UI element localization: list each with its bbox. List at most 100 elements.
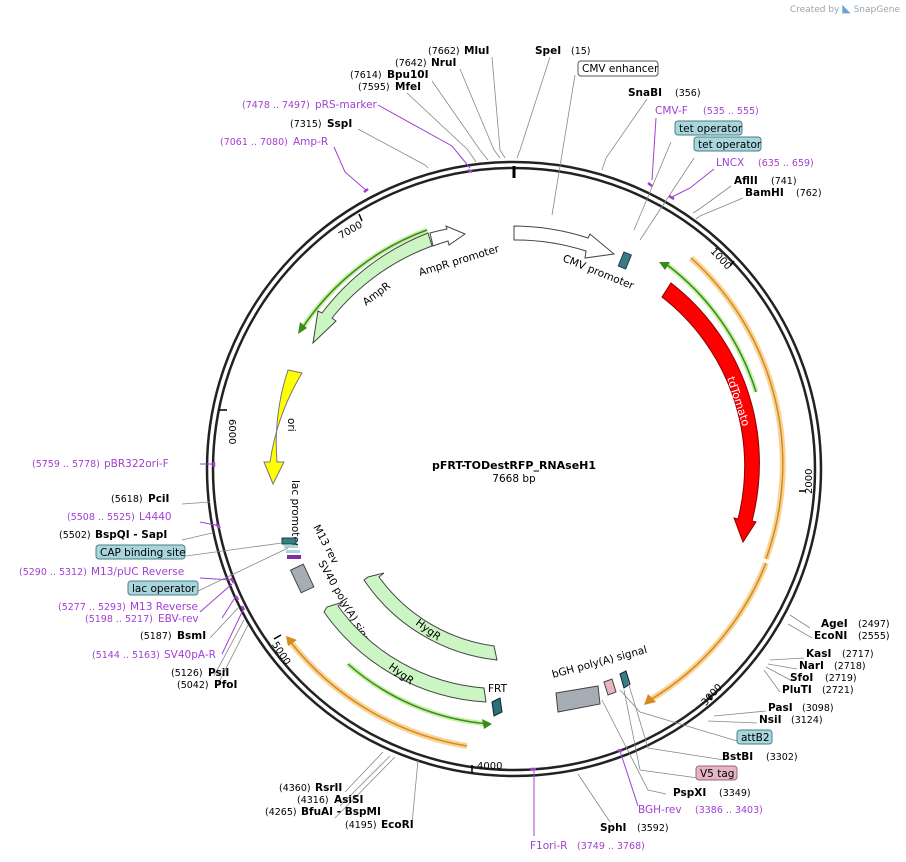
- primer-m13-puc-reverse[interactable]: (5290 .. 5312)M13/pUC Reverse: [19, 566, 184, 578]
- orf-line-right-1: [690, 257, 784, 560]
- tdtomato-arrow: [661, 282, 760, 544]
- site-bamhi[interactable]: BamHI(762): [745, 187, 822, 199]
- svg-text:(3124): (3124): [791, 715, 823, 726]
- primer-ebv-rev[interactable]: (5198 .. 5217) EBV-rev: [85, 613, 199, 625]
- svg-text:(7614): (7614): [350, 70, 382, 81]
- site-mfei[interactable]: (7595) MfeI: [358, 81, 421, 93]
- site-pluti[interactable]: PluTI(2721): [782, 684, 854, 696]
- site-psii[interactable]: (5126)PsiI: [171, 667, 229, 679]
- primer-bgh-rev[interactable]: BGH-rev(3386 .. 3403): [638, 804, 763, 816]
- cap-binding-site-box[interactable]: CAP binding site: [95, 544, 186, 560]
- svg-text:pBR322ori-F: pBR322ori-F: [104, 458, 169, 470]
- site-sfoi[interactable]: SfoI(2719): [790, 672, 857, 684]
- tick-4000: 4000: [471, 761, 502, 773]
- ori-label: ori: [285, 418, 297, 432]
- site-sspi[interactable]: (7315)SspI: [290, 118, 352, 130]
- primer-pbr322ori-f[interactable]: (5759 .. 5778)pBR322ori-F: [32, 458, 169, 470]
- svg-text:(4316): (4316): [297, 795, 329, 806]
- primer-m13-reverse[interactable]: (5277 .. 5293)M13 Reverse: [58, 601, 198, 613]
- lac-operator-box[interactable]: lac operator: [127, 580, 199, 596]
- site-pspxi[interactable]: PspXI(3349): [673, 787, 751, 799]
- orf-glow-right-2: [648, 561, 769, 703]
- svg-text:NsiI: NsiI: [759, 714, 782, 726]
- leader-lines: [181, 56, 813, 825]
- frt-label: FRT: [488, 683, 508, 695]
- site-snabi[interactable]: SnaBI(356): [628, 87, 701, 99]
- bgh-polya-box: [555, 685, 601, 713]
- site-nari[interactable]: NarI (2718): [799, 660, 866, 672]
- site-pcii[interactable]: (5618)PciI: [111, 493, 169, 505]
- site-kasi[interactable]: KasI(2717): [806, 648, 874, 660]
- svg-text:SpeI: SpeI: [535, 45, 561, 57]
- site-sphi[interactable]: SphI(3592): [600, 822, 669, 834]
- svg-text:NarI: NarI: [799, 660, 824, 672]
- site-pfoi[interactable]: (5042)PfoI: [177, 679, 237, 691]
- orf-arrow-right: [644, 694, 656, 705]
- primer-amp-r[interactable]: (7061 .. 7080)Amp-R: [220, 136, 328, 148]
- svg-text:(5618): (5618): [111, 494, 143, 505]
- svg-text:M13/pUC Reverse: M13/pUC Reverse: [91, 566, 184, 578]
- plasmid-name: pFRT-TODestRFP_RNAseH1: [432, 459, 596, 472]
- svg-text:(2718): (2718): [834, 661, 866, 672]
- cmv-enhancer-box[interactable]: CMV enhancer: [577, 60, 659, 77]
- tet-operator-box-1[interactable]: tet operator: [674, 120, 743, 136]
- site-econi[interactable]: EcoNI(2555): [814, 630, 890, 642]
- svg-text:(7595): (7595): [358, 82, 390, 93]
- site-pasi[interactable]: PasI(3098): [768, 702, 834, 714]
- site-aflii[interactable]: AflII(741): [734, 175, 797, 187]
- v5-mark: [603, 678, 617, 696]
- svg-text:(5277 .. 5293): (5277 .. 5293): [58, 602, 126, 613]
- site-bsmi[interactable]: (5187)BsmI: [140, 630, 206, 642]
- site-nsii[interactable]: NsiI (3124): [759, 714, 823, 726]
- orf-arrow-left: [286, 636, 297, 646]
- svg-text:PspXI: PspXI: [673, 787, 706, 799]
- svg-text:L4440: L4440: [139, 511, 172, 523]
- ori-arrow: [263, 369, 303, 486]
- site-bspqi-sapi[interactable]: (5502)BspQI - SapI: [59, 529, 167, 541]
- tet-operator-box-2[interactable]: tet operator: [693, 136, 762, 152]
- snapgene-logo-icon: ◣: [842, 2, 851, 15]
- site-agei[interactable]: AgeI(2497): [821, 618, 890, 630]
- svg-text:(7315): (7315): [290, 119, 322, 130]
- svg-text:(5042): (5042): [177, 680, 209, 691]
- svg-text:lac operator: lac operator: [132, 583, 196, 595]
- svg-text:EcoNI: EcoNI: [814, 630, 847, 642]
- site-spei[interactable]: SpeI(15): [535, 45, 591, 57]
- primer-l4440[interactable]: (5508 .. 5525)L4440: [67, 511, 172, 523]
- m13-mark: [286, 550, 300, 553]
- svg-text:(7642): (7642): [395, 58, 427, 69]
- primer-sv40pa-r[interactable]: (5144 .. 5163)SV40pA-R: [92, 649, 216, 661]
- bgh-polya-label: bGH poly(A) signal: [551, 644, 649, 681]
- primer-f1ori-r[interactable]: F1ori-R(3749 .. 3768): [530, 840, 645, 852]
- svg-text:(3386 .. 3403): (3386 .. 3403): [695, 805, 763, 816]
- svg-text:EcoRI: EcoRI: [381, 819, 414, 831]
- svg-text:(5198 .. 5217): (5198 .. 5217): [85, 614, 153, 625]
- svg-text:CAP binding site: CAP binding site: [100, 547, 186, 559]
- boxed-labels: CMV enhancer tet operator tet operator C…: [95, 60, 773, 781]
- svg-text:MfeI: MfeI: [395, 81, 421, 93]
- ampr-orf-arrow: [298, 322, 307, 334]
- orf-line-left: [288, 639, 468, 747]
- site-bfuai-bspmi[interactable]: (4265)BfuAI - BspMI: [265, 806, 381, 818]
- site-rsrii[interactable]: (4360)RsrII: [279, 782, 342, 794]
- svg-text:(3749 .. 3768): (3749 .. 3768): [577, 841, 645, 852]
- primer-prs-marker[interactable]: (7478 .. 7497)pRS-marker: [242, 99, 378, 111]
- svg-text:SphI: SphI: [600, 822, 626, 834]
- site-nrui[interactable]: (7642)NruI: [395, 57, 456, 69]
- v5-tag-box[interactable]: V5 tag: [695, 765, 738, 781]
- svg-text:(7061 .. 7080): (7061 .. 7080): [220, 137, 288, 148]
- site-bstbi[interactable]: BstBI(3302): [722, 751, 798, 763]
- site-mlui[interactable]: (7662)MluI: [428, 45, 489, 57]
- svg-text:(5187): (5187): [140, 631, 172, 642]
- svg-text:EBV-rev: EBV-rev: [158, 613, 199, 625]
- svg-text:(5144 .. 5163): (5144 .. 5163): [92, 650, 160, 661]
- primer-lncx[interactable]: LNCX(635 .. 659): [716, 157, 814, 169]
- site-ecori[interactable]: (4195)EcoRI: [345, 819, 414, 831]
- svg-text:AflII: AflII: [734, 175, 758, 187]
- attb2-box[interactable]: attB2: [736, 729, 773, 745]
- svg-text:BamHI: BamHI: [745, 187, 784, 199]
- site-asisi[interactable]: (4316)AsiSI: [297, 794, 363, 806]
- site-bpu10i[interactable]: (7614)Bpu10I: [350, 69, 429, 81]
- hygr-arrow-1: [363, 572, 498, 661]
- primer-cmv-f[interactable]: CMV-F(535 .. 555): [655, 105, 759, 117]
